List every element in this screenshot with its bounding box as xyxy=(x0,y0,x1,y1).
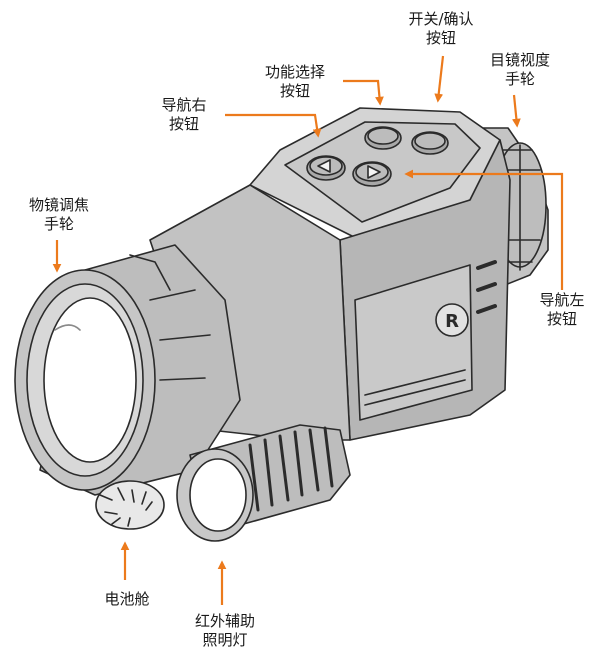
label-nav-right-line2: 按钮 xyxy=(168,115,200,133)
label-power-confirm: 开关/确认 按钮 xyxy=(408,10,473,48)
arrow-eyepiece-focus xyxy=(512,94,521,128)
label-ir-illuminator-line2: 照明灯 xyxy=(202,631,248,649)
label-ir-illuminator: 红外辅助 照明灯 xyxy=(195,612,255,650)
callout-arrows xyxy=(52,55,564,605)
label-eyepiece-focus-line1: 目镜视度 xyxy=(489,51,551,69)
label-nav-left-line1: 导航左 xyxy=(539,291,585,309)
label-function-select-line1: 功能选择 xyxy=(264,63,326,81)
main-body xyxy=(149,107,511,441)
label-objective-focus-line1: 物镜调焦 xyxy=(28,196,90,214)
label-function-select: 功能选择 按钮 xyxy=(265,63,325,101)
nav-right-button[interactable] xyxy=(306,155,346,181)
ir-illuminator xyxy=(176,424,351,542)
logo-badge: R xyxy=(435,303,469,337)
label-nav-right: 导航右 按钮 xyxy=(161,96,206,134)
objective-lens xyxy=(14,244,241,496)
label-power-confirm-line1: 开关/确认 xyxy=(408,10,474,28)
label-nav-left: 导航左 按钮 xyxy=(539,291,584,329)
battery-compartment xyxy=(95,480,165,530)
arrow-function-select xyxy=(343,79,384,106)
label-ir-illuminator-line1: 红外辅助 xyxy=(194,612,256,630)
nav-left-button[interactable] xyxy=(352,161,392,187)
power-confirm-button[interactable] xyxy=(411,131,449,155)
label-eyepiece-focus: 目镜视度 手轮 xyxy=(490,51,550,89)
label-objective-focus-line2: 手轮 xyxy=(43,215,75,233)
label-power-confirm-line2: 按钮 xyxy=(425,29,456,47)
function-select-button[interactable] xyxy=(364,126,402,150)
arrow-power-confirm xyxy=(434,55,445,103)
arrow-nav-left xyxy=(404,169,564,290)
label-function-select-line2: 按钮 xyxy=(279,82,311,100)
logo-text: R xyxy=(445,311,459,332)
label-battery-line1: 电池舱 xyxy=(104,590,150,608)
label-nav-left-line2: 按钮 xyxy=(546,310,578,328)
label-objective-focus: 物镜调焦 手轮 xyxy=(29,196,89,234)
label-nav-right-line1: 导航右 xyxy=(161,96,207,114)
label-eyepiece-focus-line2: 手轮 xyxy=(504,70,536,88)
arrow-nav-right xyxy=(225,113,322,138)
label-battery: 电池舱 xyxy=(104,590,149,609)
